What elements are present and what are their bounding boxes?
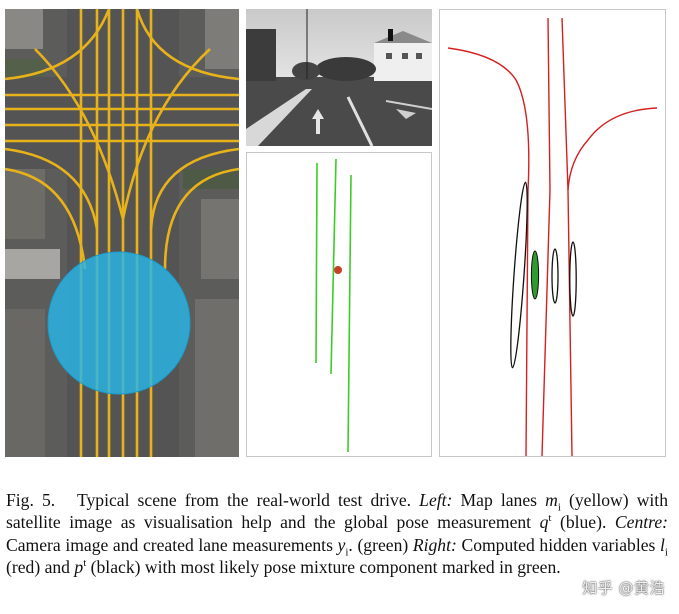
caption-text: . (green) (348, 534, 409, 555)
figure-caption: Fig. 5. Typical scene from the real-worl… (6, 489, 668, 579)
caption-heading-left: Left: (419, 490, 453, 510)
caption-heading-right: Right: (412, 534, 457, 555)
satellite-map-image (5, 9, 239, 457)
lane-measurement-line (330, 158, 337, 375)
best-pose-component (530, 250, 540, 300)
math-subscript: i (345, 546, 349, 559)
caption-text: (yellow) with satellite image as visuali… (6, 490, 668, 533)
math-variable: y (337, 534, 346, 555)
caption-text: Camera image and created lane measuremen… (6, 534, 333, 555)
hidden-variables-plot (447, 17, 658, 456)
math-variable: q (539, 512, 549, 533)
pose-measurement-disc (47, 251, 191, 395)
math-variable: m (545, 490, 558, 510)
vehicle-position-point (334, 266, 342, 274)
caption-heading-centre: Centre: (614, 512, 668, 533)
lane-measurement-line (347, 174, 352, 453)
math-superscript: t (548, 512, 552, 525)
satellite-map-panel (5, 9, 239, 457)
lane-measurement-line (315, 162, 318, 364)
caption-text: Computed hidden variables (461, 534, 656, 555)
lane-measurements-plot (315, 158, 352, 453)
hidden-lane-line (561, 17, 573, 456)
caption-text: Typical scene from the real-world test d… (76, 490, 412, 510)
pose-mixture-ellipse (551, 248, 559, 304)
caption-text: (black) with most likely pose mixture co… (90, 557, 561, 578)
caption-text: Map lanes (460, 490, 538, 510)
watermark: 知乎 @黄浩 (582, 579, 665, 597)
camera-image-panel (246, 9, 432, 146)
caption-text: (blue). (559, 512, 607, 533)
math-variable: p (74, 557, 84, 578)
pose-mixture-ellipse (569, 241, 577, 317)
math-superscript: t (83, 557, 87, 570)
math-variable: l (660, 534, 665, 555)
hidden-lane-line (567, 107, 658, 191)
figure-label: Fig. 5. (6, 490, 56, 510)
math-subscript: i (557, 501, 561, 514)
math-subscript: i (664, 546, 668, 559)
hidden-lane-line (447, 47, 530, 456)
hidden-lane-line (541, 17, 551, 456)
caption-text: (red) and (6, 557, 70, 578)
camera-image (246, 9, 432, 146)
hidden-variables-panel (439, 9, 666, 457)
lane-measurements-panel (246, 152, 432, 457)
pose-mixture-ellipse (510, 181, 528, 369)
